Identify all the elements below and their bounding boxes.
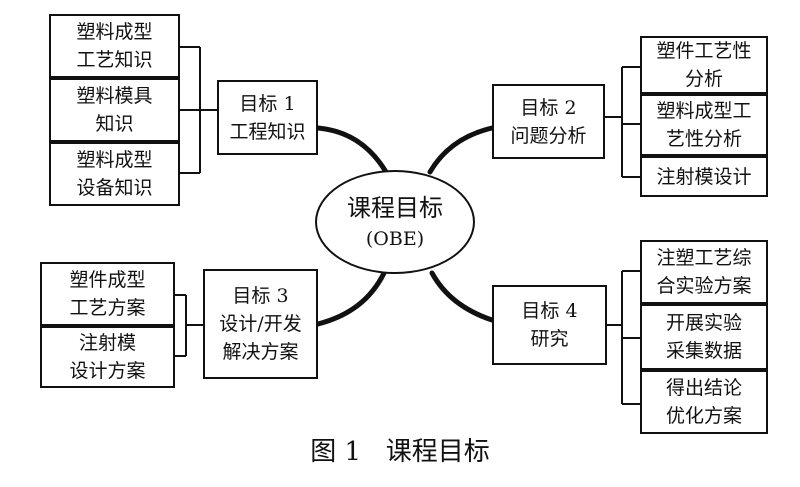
goal-2-item-2: 塑料成型工 艺性分析	[640, 94, 768, 156]
goal-2-box: 目标 2 问题分析	[492, 84, 605, 159]
goal-4-item-2: 开展实验 采集数据	[640, 304, 768, 370]
center-title: 课程目标	[347, 194, 443, 222]
center-subtitle: (OBE)	[365, 228, 425, 250]
goal-3-box: 目标 3 设计/开发 解决方案	[203, 269, 318, 379]
goal-3-item-2: 注射模 设计方案	[40, 326, 175, 388]
goal-4-title: 目标 4	[521, 300, 578, 322]
center-ellipse: 课程目标 (OBE)	[315, 170, 475, 274]
goal-1-item-3: 塑料成型 设备知识	[49, 142, 180, 206]
figure-caption: 图 1 课程目标	[310, 437, 490, 467]
goal-2-item-3: 注射模设计	[640, 156, 768, 197]
goal-4-subtitle: 研究	[530, 328, 569, 350]
goal-4-item-1: 注塑工艺综 合实验方案	[640, 240, 768, 304]
goal-3-item-1: 塑件成型 工艺方案	[40, 262, 175, 326]
goal-4-item-3: 得出结论 优化方案	[640, 370, 768, 434]
goal-2-item-1: 塑件工艺性 分析	[640, 36, 768, 94]
goal-1-box: 目标 1 工程知识	[217, 80, 318, 155]
goal-4-box: 目标 4 研究	[492, 285, 607, 365]
goal-2-title: 目标 2	[520, 96, 577, 119]
goal-3-title: 目标 3	[232, 285, 289, 307]
goal-1-item-2: 塑料模具 知识	[49, 78, 180, 142]
goal-1-title: 目标 1	[239, 92, 296, 115]
goal-1-item-1: 塑料成型 工艺知识	[49, 14, 180, 78]
goal-1-subtitle: 工程知识	[229, 120, 306, 143]
goal-3-subtitle-2: 解决方案	[222, 341, 299, 363]
goal-2-subtitle: 问题分析	[510, 124, 587, 147]
goal-3-subtitle: 设计/开发	[219, 313, 302, 335]
